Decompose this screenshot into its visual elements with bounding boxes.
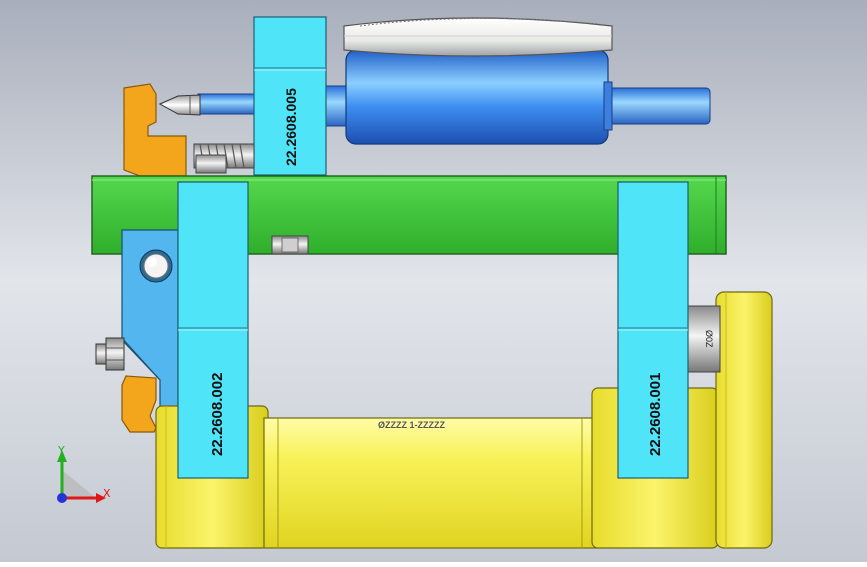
spring-bolt [193, 143, 255, 174]
triad-y-label: Y [57, 444, 65, 457]
gauge-stem-left [197, 93, 261, 115]
gauge-mount-label: 22.2608.005 [283, 88, 299, 166]
right-bracket-label: 22.2608.001 [647, 373, 664, 456]
coordinate-triad: Y X [57, 444, 111, 503]
dowel-pin [271, 235, 309, 255]
triad-x-label: X [103, 487, 111, 500]
probe-tip [158, 94, 201, 116]
gauge-stem-middle [325, 85, 349, 127]
triad-xy-plane [62, 470, 96, 498]
right-bracket[interactable]: 22.2608.001 [617, 181, 689, 479]
gauge-back-stem [605, 87, 711, 125]
hex-bolt [95, 337, 125, 371]
gauge-body [345, 49, 609, 145]
gauge-back-collar [603, 81, 613, 131]
gauge-bezel [343, 17, 613, 57]
triad-origin [57, 493, 67, 503]
dial-indicator[interactable] [158, 17, 711, 145]
gauge-mount-block[interactable]: 22.2608.005 [253, 16, 327, 176]
left-bracket-label: 22.2608.002 [209, 373, 226, 456]
shaft-marking: Ø0Z [704, 330, 714, 348]
orange-clamp[interactable] [121, 83, 187, 433]
left-bracket[interactable]: 22.2608.002 [177, 181, 249, 479]
roller-engraving: ØZZZZ 1-ZZZZZ [378, 420, 445, 430]
